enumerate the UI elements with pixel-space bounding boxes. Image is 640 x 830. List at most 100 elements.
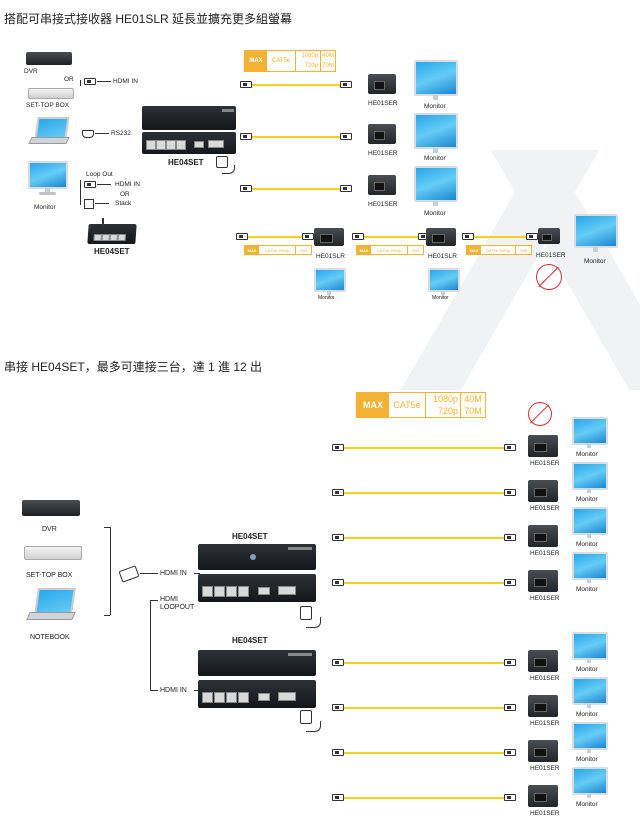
rj45-plug-icon xyxy=(236,233,248,240)
he01ser-receiver xyxy=(528,570,558,592)
connector-line xyxy=(97,81,111,82)
he01ser-receiver xyxy=(528,525,558,547)
resolution-1080p: 1080p xyxy=(301,53,318,59)
cat5e-cable xyxy=(252,136,340,138)
receiver-label: HE01SER xyxy=(536,252,566,259)
max-label: MAX xyxy=(245,51,267,71)
monitor-label: Monitor xyxy=(424,103,446,110)
he04set-device xyxy=(198,544,316,570)
resolution-720p: 720p xyxy=(437,406,458,416)
rs232-label: RS232 xyxy=(111,130,131,137)
he04set-device xyxy=(198,650,316,676)
cat5e-cable xyxy=(344,707,504,709)
cable-type: CAT5e xyxy=(389,393,426,417)
bracket-line xyxy=(104,527,110,528)
connector-line xyxy=(95,133,109,134)
he01ser-receiver xyxy=(528,650,558,672)
repeater-label: HE01SLR xyxy=(428,253,457,260)
connector-line xyxy=(95,203,109,204)
monitor-label: Monitor xyxy=(576,496,598,503)
cat5e-cable xyxy=(344,537,504,539)
he01ser-receiver xyxy=(528,435,558,457)
loopout-label: LOOPOUT xyxy=(160,604,195,611)
cable-spec: CAT5e 1080p xyxy=(481,246,516,254)
monitor-label: Monitor xyxy=(576,586,598,593)
rj45-plug-icon xyxy=(332,659,344,666)
monitor-label: Monitor xyxy=(318,295,335,301)
he01ser-receiver xyxy=(538,228,560,244)
or-label: OR xyxy=(64,76,74,83)
cat5e-cable xyxy=(344,752,504,754)
max-label: MAX xyxy=(245,246,259,254)
notebook-label: NOTEBOOK xyxy=(30,634,70,641)
dvr-device xyxy=(26,52,72,65)
rj45-plug-icon xyxy=(504,704,516,711)
hdmi-in-label: HDMI IN xyxy=(113,78,138,85)
rj45-plug-icon xyxy=(526,233,538,240)
resolution-1080p: 1080p xyxy=(432,394,458,404)
max-spec-box: MAX CAT5e 1080p 720p 40M 70M xyxy=(244,50,336,72)
cat5e-cable xyxy=(364,236,418,238)
monitor-label: Monitor xyxy=(576,801,598,808)
notebook-base xyxy=(28,137,70,144)
cat5e-cable xyxy=(344,447,504,449)
rj45-plug-icon xyxy=(332,444,344,451)
set-top-box-device xyxy=(24,546,82,560)
receiver-label: HE01SER xyxy=(530,460,560,467)
hdmi-plug-icon xyxy=(84,78,96,85)
receiver-label: HE01SER xyxy=(530,810,560,817)
max-label: MAX xyxy=(357,393,389,417)
connector-line xyxy=(194,690,200,691)
set-top-box-device xyxy=(28,88,74,99)
rj45-plug-icon xyxy=(332,704,344,711)
distance-70m: 70M xyxy=(322,63,334,69)
connector-line xyxy=(80,180,81,205)
rs232-plug-icon xyxy=(82,130,94,138)
he04set-device xyxy=(142,106,236,130)
notebook-base xyxy=(26,612,76,620)
he01ser-receiver xyxy=(528,740,558,762)
set-top-box-label: SET-TOP BOX xyxy=(26,102,70,109)
receiver-label: HE01SER xyxy=(530,720,560,727)
connector-line xyxy=(150,600,151,690)
no-power-icon xyxy=(536,264,562,290)
rj45-plug-icon xyxy=(240,185,252,192)
monitor-label: Monitor xyxy=(576,451,598,458)
he01ser-receiver xyxy=(528,480,558,502)
receiver-label: HE01SER xyxy=(368,100,398,107)
hdmi-in-label: HDMI IN xyxy=(115,181,140,188)
receiver-label: HE01SER xyxy=(368,150,398,157)
distance: 20M xyxy=(519,247,528,253)
connector-line xyxy=(150,690,158,691)
rj45-plug-icon xyxy=(302,233,314,240)
hdmi-in-label: HDMI IN xyxy=(160,687,187,694)
he01slr-repeater xyxy=(314,228,344,246)
monitor-label: Monitor xyxy=(576,541,598,548)
rj45-plug-icon xyxy=(352,233,364,240)
rj45-plug-icon xyxy=(240,81,252,88)
rj45-plug-icon xyxy=(332,794,344,801)
set-top-box-label: SET-TOP BOX xyxy=(26,572,73,579)
power-cable xyxy=(306,721,321,732)
transmitter-label: HE04SET xyxy=(168,158,204,167)
transmitter-label: HE04SET xyxy=(232,532,268,541)
power-cable xyxy=(222,165,235,174)
notebook-screen xyxy=(34,588,76,614)
he04set-back-panel xyxy=(142,132,236,154)
rj45-plug-icon xyxy=(332,579,344,586)
cat5e-cable xyxy=(344,797,504,799)
hdmi-in-label: HDMI IN xyxy=(160,570,187,577)
repeater-label: HE01SLR xyxy=(316,253,345,260)
rj45-plug-icon xyxy=(504,444,516,451)
he01slr-repeater xyxy=(426,228,456,246)
monitor-label: Monitor xyxy=(424,210,446,217)
connector-line xyxy=(97,184,111,185)
rj45-plug-icon xyxy=(332,749,344,756)
rj45-plug-icon xyxy=(332,489,344,496)
receiver-label: HE01SER xyxy=(530,675,560,682)
monitor-label: Monitor xyxy=(576,756,598,763)
cat5e-cable xyxy=(344,492,504,494)
distance: 20M xyxy=(299,247,308,253)
distance-40m: 40M xyxy=(464,394,482,404)
hdmi-label: HDMI xyxy=(160,596,178,603)
